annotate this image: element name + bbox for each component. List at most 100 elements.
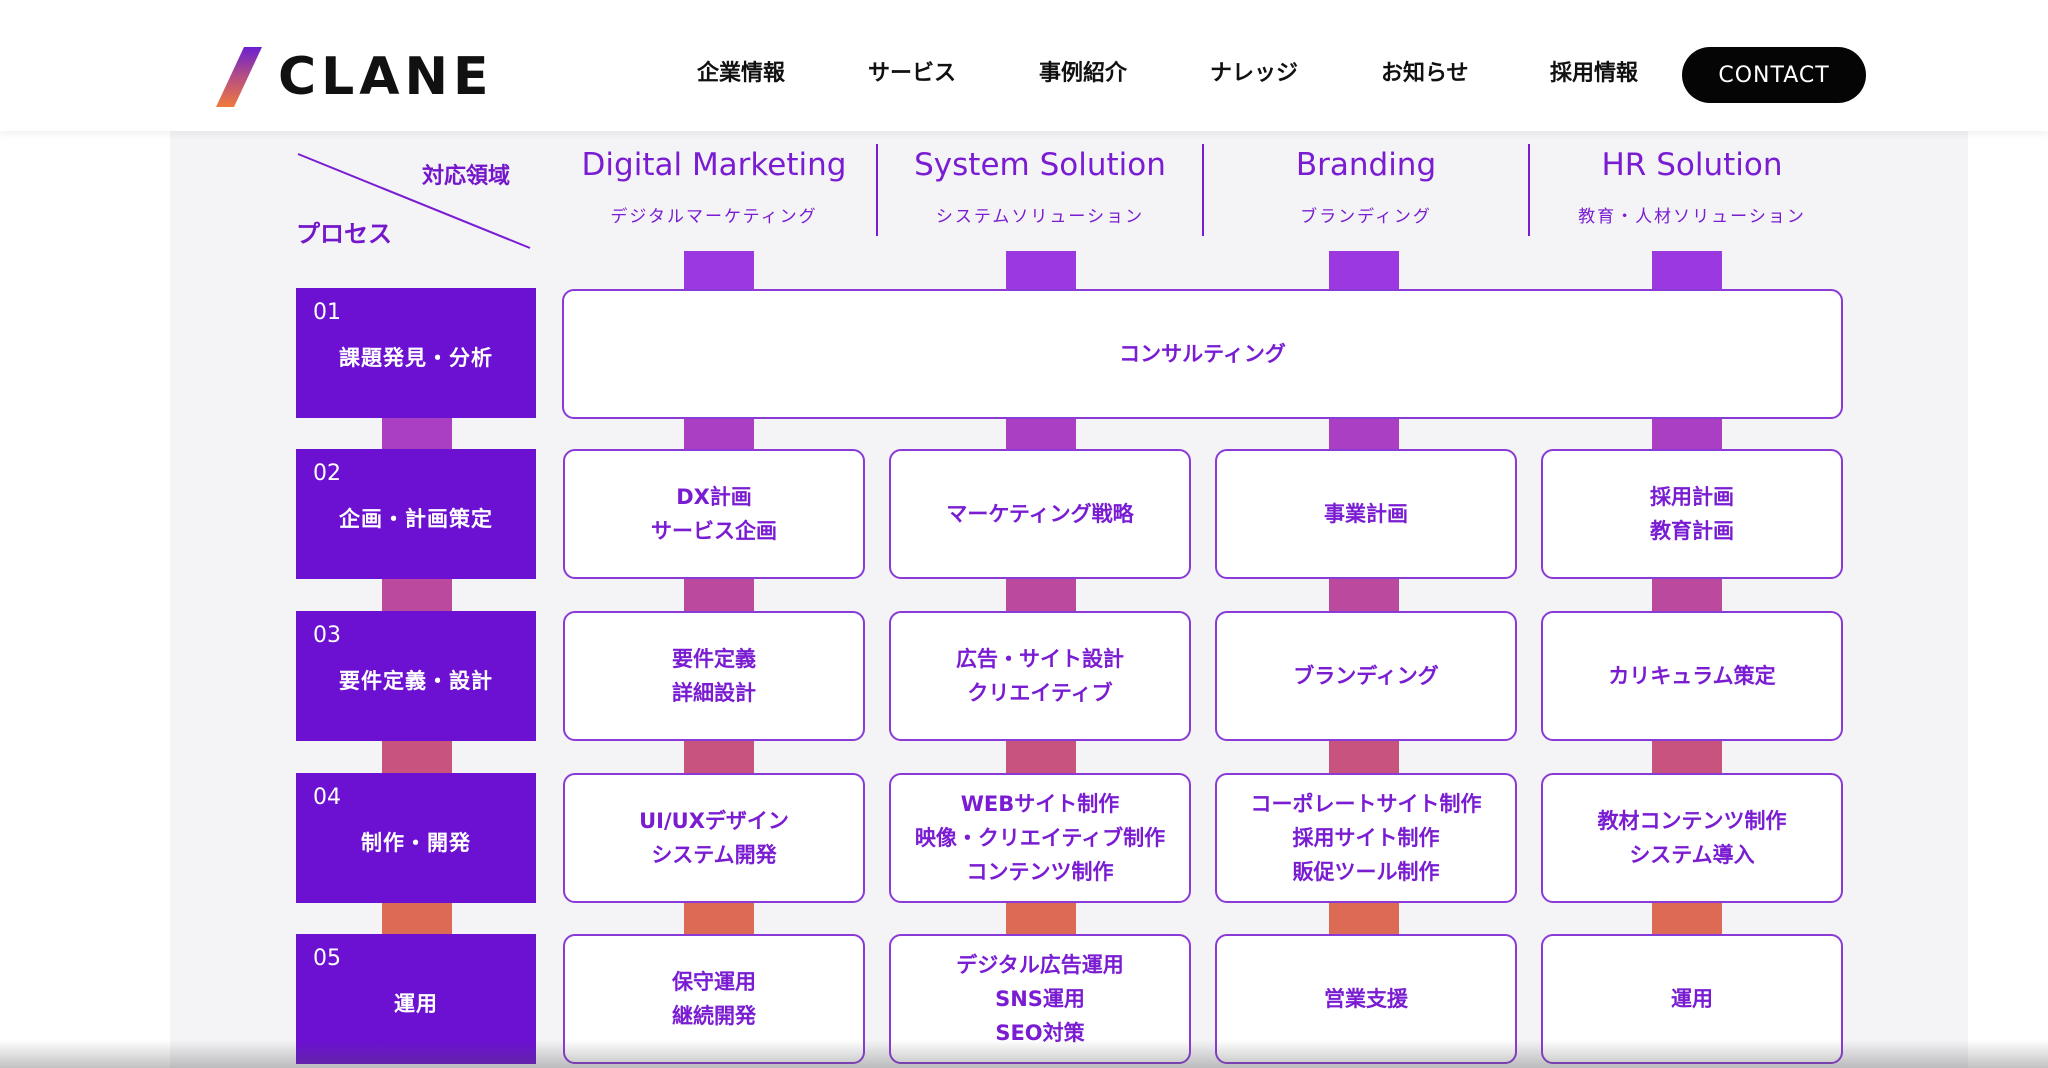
cell-teaching-content: 教材コンテンツ制作 システム導入 — [1541, 773, 1843, 903]
cell-line: WEBサイト制作 — [960, 792, 1120, 816]
cell-corporate-site: コーポレートサイト制作 採用サイト制作 販促ツール制作 — [1215, 773, 1517, 903]
column-title: System Solution — [914, 147, 1166, 183]
step-title: 課題発見・分析 — [339, 346, 493, 370]
cell-line: マーケティング戦略 — [946, 502, 1134, 526]
connector — [1652, 418, 1722, 450]
cell-line: 広告・サイト設計 — [956, 647, 1124, 671]
cell-business-plan: 事業計画 — [1215, 449, 1517, 579]
bottom-shadow — [0, 1040, 2048, 1068]
connector — [1652, 741, 1722, 773]
cell-line: 要件定義 — [672, 647, 756, 671]
connector — [1006, 418, 1076, 450]
connector — [1652, 251, 1722, 289]
cell-line: 運用 — [1671, 987, 1713, 1011]
cell-line: 教材コンテンツ制作 — [1597, 809, 1787, 833]
cell-line: 事業計画 — [1324, 502, 1408, 526]
connector — [1006, 251, 1076, 289]
cell-line: 詳細設計 — [672, 681, 756, 705]
cell-dx-plan: DX計画 サービス企画 — [563, 449, 865, 579]
cell-hiring-plan: 採用計画 教育計画 — [1541, 449, 1843, 579]
nav-recruit[interactable]: 採用情報 — [1550, 61, 1639, 86]
cell-line: SEO対策 — [995, 1021, 1085, 1045]
connector — [1329, 579, 1399, 611]
column-title: HR Solution — [1601, 147, 1783, 183]
column-divider — [876, 144, 878, 236]
cell-line: システム導入 — [1629, 843, 1755, 867]
cell-line: 採用サイト制作 — [1292, 826, 1440, 850]
step-title: 企画・計画策定 — [339, 507, 493, 531]
column-header-digital-marketing: Digital Marketing デジタルマーケティング — [551, 144, 877, 227]
clane-logo[interactable]: CLANE — [216, 47, 494, 107]
cell-text: コンサルティング — [1119, 342, 1286, 366]
cell-operation: 運用 — [1541, 934, 1843, 1064]
column-title: Digital Marketing — [581, 147, 847, 183]
connector — [1652, 903, 1722, 935]
cell-ad-site-design: 広告・サイト設計 クリエイティブ — [889, 611, 1191, 741]
connector — [1006, 903, 1076, 935]
cell-line: コーポレートサイト制作 — [1250, 792, 1482, 816]
cell-curriculum: カリキュラム策定 — [1541, 611, 1843, 741]
column-subtitle: デジタルマーケティング — [610, 207, 818, 227]
cell-line: 保守運用 — [672, 970, 756, 994]
step-number: 05 — [313, 946, 341, 971]
step-number: 03 — [313, 623, 341, 648]
step-number: 02 — [313, 461, 341, 486]
nav-cases[interactable]: 事例紹介 — [1039, 61, 1128, 86]
cell-line: UI/UXデザイン — [639, 809, 789, 833]
nav-knowledge[interactable]: ナレッジ — [1210, 61, 1299, 86]
cell-web-production: WEBサイト制作 映像・クリエイティブ制作 コンテンツ制作 — [889, 773, 1191, 903]
cell-line: 継続開発 — [672, 1004, 756, 1028]
nav-company[interactable]: 企業情報 — [697, 61, 786, 86]
cell-line: サービス企画 — [651, 519, 777, 543]
column-divider — [1528, 144, 1530, 236]
cell-line: DX計画 — [676, 485, 752, 509]
page-margin-right — [1968, 131, 2048, 1068]
step-connector — [382, 418, 452, 450]
nav-news[interactable]: お知らせ — [1381, 61, 1469, 86]
consulting-box: コンサルティング — [562, 289, 1843, 419]
column-subtitle: システムソリューション — [935, 207, 1145, 227]
step-number: 04 — [313, 785, 341, 810]
cell-requirements: 要件定義 詳細設計 — [563, 611, 865, 741]
cell-line: デジタル広告運用 — [956, 953, 1124, 977]
cell-marketing-strategy: マーケティング戦略 — [889, 449, 1191, 579]
column-subtitle: ブランディング — [1300, 207, 1432, 227]
column-header-system-solution: System Solution システムソリューション — [877, 144, 1203, 227]
column-divider — [1202, 144, 1204, 236]
cell-line: 営業支援 — [1324, 987, 1408, 1011]
cell-uiux-design: UI/UXデザイン システム開発 — [563, 773, 865, 903]
cell-line: クリエイティブ — [967, 681, 1113, 705]
page-margin-left — [0, 131, 170, 1068]
step-number: 01 — [313, 300, 341, 325]
step-01: 01 課題発見・分析 — [296, 288, 536, 418]
connector — [684, 903, 754, 935]
step-title: 要件定義・設計 — [339, 669, 493, 693]
cell-sales-support: 営業支援 — [1215, 934, 1517, 1064]
cell-line: コンテンツ制作 — [966, 860, 1114, 884]
cell-line: 採用計画 — [1650, 485, 1734, 509]
column-title: Branding — [1295, 147, 1437, 183]
cell-line: カリキュラム策定 — [1608, 664, 1776, 688]
connector — [684, 418, 754, 450]
connector — [684, 251, 754, 289]
cell-branding: ブランディング — [1215, 611, 1517, 741]
site-header: CLANE 企業情報 サービス 事例紹介 ナレッジ お知らせ 採用情報 CONT… — [0, 0, 2048, 131]
cell-maintenance: 保守運用 継続開発 — [563, 934, 865, 1064]
cell-line: 映像・クリエイティブ制作 — [914, 826, 1166, 850]
step-connector — [382, 741, 452, 773]
step-connector — [382, 903, 452, 935]
step-title: 運用 — [394, 992, 438, 1016]
axis-area-label: 対応領域 — [422, 164, 511, 189]
connector — [684, 579, 754, 611]
nav-services[interactable]: サービス — [868, 61, 957, 86]
logo-slash-icon — [216, 47, 262, 107]
connector — [1329, 251, 1399, 289]
step-connector — [382, 579, 452, 611]
axis-divider-line — [297, 153, 531, 249]
contact-button[interactable]: CONTACT — [1682, 47, 1866, 103]
connector — [1329, 741, 1399, 773]
step-02: 02 企画・計画策定 — [296, 449, 536, 579]
column-header-hr-solution: HR Solution 教育・人材ソリューション — [1529, 144, 1855, 227]
connector — [1329, 418, 1399, 450]
logo-text: CLANE — [278, 47, 494, 107]
